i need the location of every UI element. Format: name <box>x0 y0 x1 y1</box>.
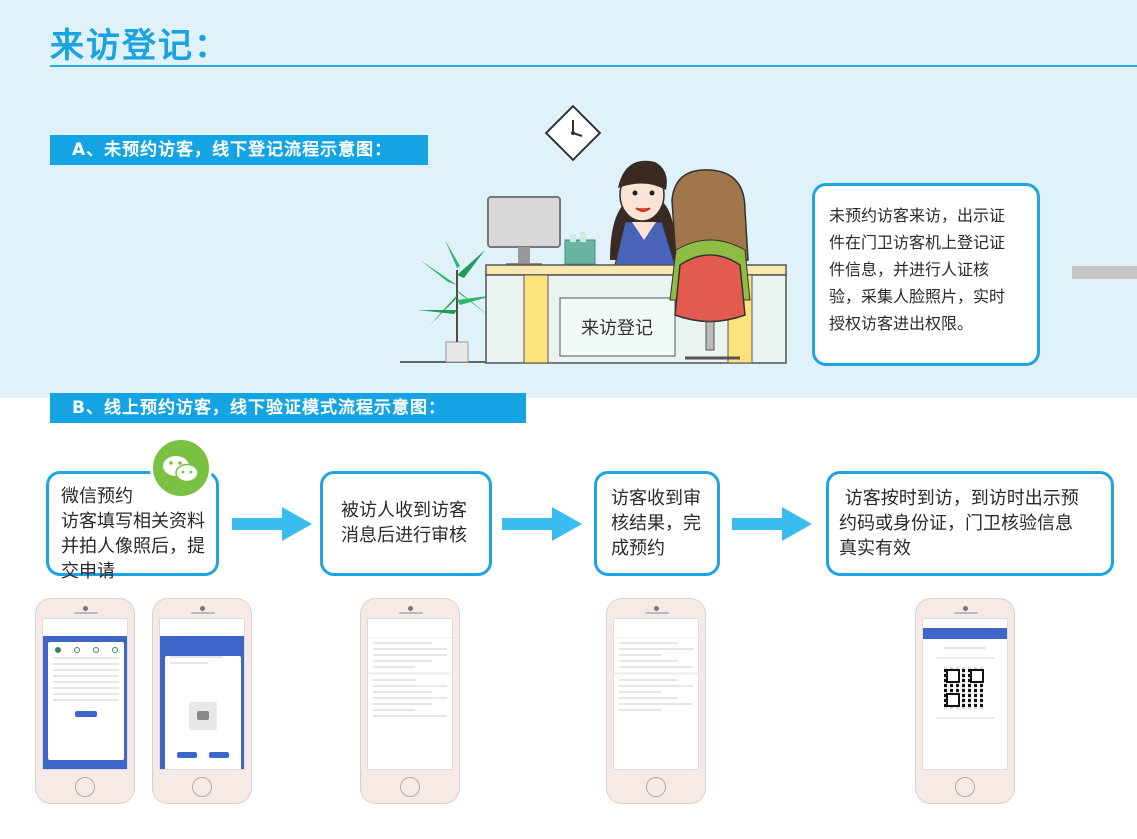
clock-icon <box>544 104 602 162</box>
step-line: 消息后进行审核 <box>341 525 467 546</box>
step-line: 访客收到审 <box>611 488 701 509</box>
arrow-right-icon <box>232 507 312 541</box>
reception-illustration: 来访登记 <box>400 100 790 370</box>
phone-camera <box>83 606 88 611</box>
chair-icon <box>674 254 746 360</box>
phone-mockup-form <box>35 598 135 804</box>
description-line: 授权访客进出权限。 <box>829 314 974 333</box>
page-title: 来访登记： <box>50 26 230 66</box>
description-line: 件信息，并进行人证核 <box>829 260 990 279</box>
phone-screen <box>159 618 245 770</box>
arrow-right-icon <box>732 507 812 541</box>
phone-mockup-result <box>606 598 706 804</box>
step-line: 交申请 <box>61 561 115 582</box>
description-line: 验，采集人脸照片，实时 <box>829 287 1006 306</box>
gray-arrow-indicator <box>1072 266 1137 279</box>
step-box-3: 访客收到审 核结果，完 成预约 <box>594 471 720 576</box>
step-line: 成预约 <box>611 538 665 559</box>
phone-screen <box>922 618 1008 770</box>
section-b-banner: B、线上预约访客，线下验证模式流程示意图： <box>50 393 526 423</box>
step-line: 核结果，完 <box>611 513 701 534</box>
phone-mockup-qr <box>915 598 1015 804</box>
step-line: 并拍人像照后，提 <box>61 536 205 557</box>
qr-code-icon <box>944 667 986 709</box>
title-divider <box>50 65 1137 67</box>
desk-sign: 来访登记 <box>581 318 653 339</box>
section-a-banner: A、未预约访客，线下登记流程示意图： <box>50 135 428 165</box>
wechat-icon <box>150 437 212 499</box>
phone-mockup-review <box>360 598 460 804</box>
step-box-4: 访客按时到访，到访时出示预 约码或身份证，门卫核验信息 真实有效 <box>826 471 1114 576</box>
phone-screen <box>42 618 128 770</box>
phone-screen <box>613 618 699 770</box>
step-line: 真实有效 <box>839 538 911 559</box>
step-box-2: 被访人收到访客 消息后进行审核 <box>320 471 492 576</box>
phone-mockup-photo <box>152 598 252 804</box>
plant-icon <box>418 240 495 363</box>
camera-icon <box>189 702 217 730</box>
step-line: 约码或身份证，门卫核验信息 <box>839 513 1073 534</box>
step-line: 被访人收到访客 <box>341 500 467 521</box>
step-line: 微信预约 <box>61 486 133 507</box>
receptionist-figure <box>610 160 676 266</box>
step-line: 访客填写相关资料 <box>61 511 205 532</box>
monitor-icon <box>487 196 561 268</box>
arrow-right-icon <box>502 507 582 541</box>
description-line: 未预约访客来访，出示证 <box>829 206 1006 225</box>
description-line: 件在门卫访客机上登记证 <box>829 233 1006 252</box>
phone-screen <box>367 618 453 770</box>
home-button <box>75 777 95 797</box>
step-line: 访客按时到访，到访时出示预 <box>839 488 1079 509</box>
description-box: 未预约访客来访，出示证 件在门卫访客机上登记证 件信息，并进行人证核 验，采集人… <box>812 183 1040 366</box>
